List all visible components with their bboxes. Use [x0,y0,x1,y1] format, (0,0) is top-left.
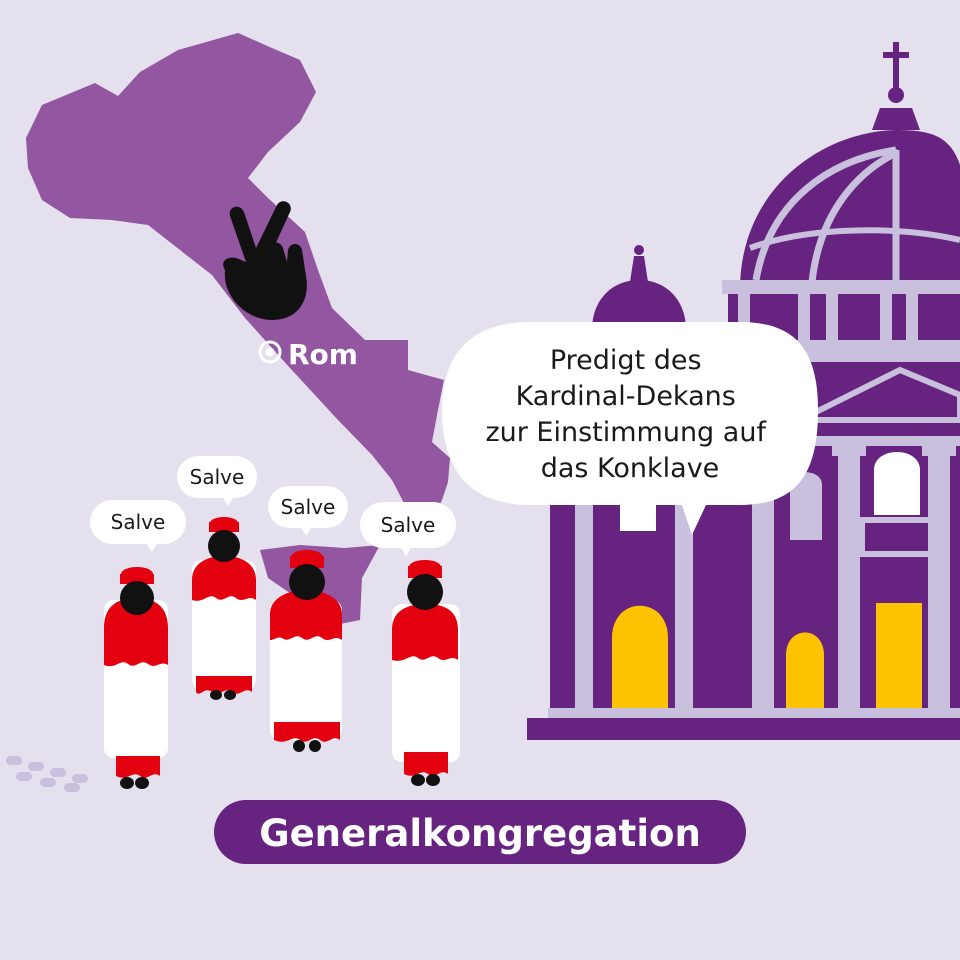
cardinal-figure-4 [392,560,460,786]
caption-title: Generalkongregation [259,812,701,855]
footprints [6,756,88,792]
rome-label: Rom [288,338,358,371]
greeting-bubble-1: Salve [90,500,186,552]
cardinal-figure-2 [192,517,256,700]
svg-text:Predigt des Kardinal-Dek: Predigt des Kardinal-Dekans zur Einstimm… [485,345,774,484]
greeting-bubble-2: Salve [177,456,257,506]
main-dome [722,42,960,358]
greeting-text-3: Salve [281,495,336,519]
door-left [612,605,668,710]
small-dome [592,245,686,330]
sermon-line-2: Kardinal-Dekans [516,381,736,412]
greeting-text-1: Salve [111,510,166,534]
sermon-line-4: das Konklave [541,453,720,484]
door-middle [786,632,824,710]
greeting-bubble-3: Salve [268,486,348,536]
sermon-line-1: Predigt des [550,345,702,376]
cardinal-figure-1 [104,567,168,789]
pediment [798,366,960,423]
cardinal-figure-3 [270,550,342,752]
greeting-bubble-4: Salve [360,502,456,556]
victory-hand-icon [223,201,307,320]
greeting-text-4: Salve [381,513,436,537]
greeting-text-2: Salve [190,465,245,489]
speech-bubble-sermon: Predigt des Kardinal-Dekans zur Einstimm… [442,322,818,535]
caption-pill: Generalkongregation [214,800,746,864]
door-right [876,603,922,710]
rome-marker-icon [258,340,282,364]
sermon-line-3: zur Einstimmung auf [485,417,767,448]
